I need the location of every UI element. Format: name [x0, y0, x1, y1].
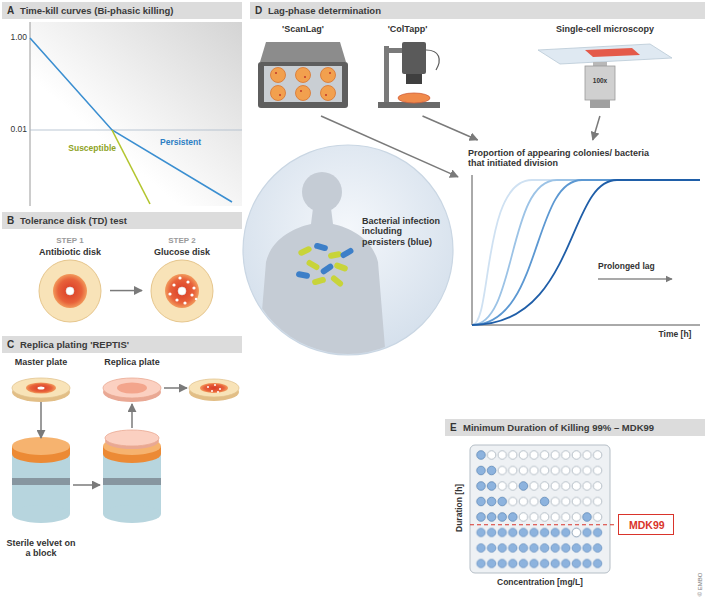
text-slot: D: [255, 5, 267, 17]
growth-chart: Proportion of appearing colonies/ bacter…: [458, 140, 703, 345]
text-slot: STEP 1: [30, 236, 110, 245]
label-slot: 100x: [586, 77, 614, 84]
replica-plating: [12, 378, 239, 523]
curve-label: Susceptible: [56, 144, 116, 154]
coltapp-camera: [378, 42, 440, 108]
label-slot: © EMBO: [697, 559, 704, 605]
text-slot: A: [7, 5, 19, 17]
tolerance-disks: [39, 260, 213, 322]
infection-label: Bacterial infection including persisters…: [362, 216, 444, 247]
microscope-objective: [538, 44, 672, 108]
scanlag-scanner: [258, 42, 348, 108]
block-label: Sterile velvet on a block: [3, 538, 79, 559]
text-slot: Master plate: [4, 357, 78, 367]
disk-label: Glucose disk: [142, 247, 222, 257]
panel: MDK99 EMinimum Duration of Killing 99% – …: [445, 419, 705, 602]
kill-curve-chart: [30, 22, 242, 206]
label-slot: Persistent: [160, 138, 215, 148]
label-slot: Susceptible: [56, 144, 116, 154]
axis-label: Time [h]: [650, 330, 700, 340]
petri-plate: Replica plate: [101, 357, 163, 402]
panel-letter: B: [7, 215, 19, 227]
step-label: STEP 2: [142, 236, 222, 245]
panel: ATime-kill curves (Bi-phasic killing): [2, 2, 242, 208]
panel: 'ScanLag' 'ColTapp' Single-cell microscopy…: [250, 2, 705, 364]
disk-test-plate: STEP 2 Glucose disk: [142, 236, 222, 324]
panel-letter: C: [7, 339, 19, 351]
text-slot: Replica plate: [95, 357, 169, 367]
text-slot: Sterile velvet on a block: [3, 538, 79, 559]
panel-title: Time-kill curves (Bi-phasic killing): [20, 6, 238, 17]
instrument: 'ScanLag': [258, 24, 348, 116]
text-slot: Antibiotic disk: [30, 247, 110, 257]
chart-title: Proportion of appearing colonies/ bacter…: [468, 148, 653, 169]
plate-label: Master plate: [4, 357, 78, 367]
watermark: © EMBO: [697, 559, 704, 605]
axis-label: Concentration [mg/L]: [470, 578, 610, 588]
text-slot: Glucose disk: [142, 247, 222, 257]
curve-label: Persistent: [160, 138, 215, 148]
plate-label: Replica plate: [95, 357, 169, 367]
panel-letter: A: [7, 5, 19, 17]
label-slot: Concentration [mg/L]: [470, 578, 610, 588]
text-slot: Time-kill curves (Bi-phasic killing): [20, 6, 238, 17]
axis-value: 1.00: [2, 33, 27, 43]
text-slot: Time [h]: [650, 330, 700, 340]
axis-label: Duration [h]: [455, 468, 465, 548]
text-slot: Prolonged lag: [598, 262, 678, 272]
panel-title: Tolerance disk (TD) test: [20, 216, 238, 227]
chart-annotation: Prolonged lag: [598, 262, 678, 272]
label-slot: Duration [h]: [455, 468, 465, 548]
panel-title: Replica plating 'REPTIS': [20, 340, 238, 351]
text-slot: MDK99: [629, 519, 665, 531]
text-slot: Replica plating 'REPTIS': [20, 340, 238, 351]
axis-value: 0.01: [2, 125, 27, 135]
disk-test-plate: STEP 1 Antibiotic disk: [30, 236, 110, 324]
panel: STEP 1 Antibiotic disk STEP 2 Glucose disk B…: [2, 212, 242, 330]
well-plate: [470, 445, 617, 573]
instrument-label: Single-cell microscopy: [520, 24, 690, 34]
text-slot: Proportion of appearing colonies/ bacter…: [468, 148, 653, 169]
panel-title: Minimum Duration of Killing 99% – MDK99: [463, 423, 701, 434]
text-slot: 'ColTapp': [370, 24, 445, 34]
label-slot: 0.01: [2, 125, 27, 135]
connector-arrow: [321, 116, 458, 177]
text-slot: C: [7, 339, 19, 351]
text-slot: Minimum Duration of Killing 99% – MDK99: [463, 423, 701, 434]
objective-label: 100x: [586, 77, 614, 84]
disk-label: Antibiotic disk: [30, 247, 110, 257]
lag-time-chart: [472, 175, 700, 325]
text-slot: E: [450, 422, 462, 434]
panel-letter: D: [255, 5, 267, 17]
instrument-label: 'ColTapp': [370, 24, 445, 34]
text-slot: Tolerance disk (TD) test: [20, 216, 238, 227]
label-slot: 1.00: [2, 33, 27, 43]
connector-arrow: [423, 116, 478, 140]
infection-illustration: [243, 145, 453, 360]
infection-circle: Bacterial infection including persisters…: [243, 145, 453, 355]
text-slot: B: [7, 215, 19, 227]
mdk-box: MDK99: [618, 514, 674, 535]
mdk-label: MDK99: [629, 519, 665, 531]
panel: Master plate Replica plateSterile velvet …: [2, 336, 242, 602]
instrument: 'ColTapp': [370, 24, 445, 116]
panel-letter: E: [450, 422, 462, 434]
connector-arrow: [110, 290, 142, 292]
panel-title: Lag-phase determination: [268, 6, 701, 17]
velvet-block: Sterile velvet on a block: [5, 438, 77, 578]
connector-arrow: [40, 402, 42, 438]
instrument-label: 'ScanLag': [258, 24, 348, 34]
text-slot: Bacterial infection including persisters…: [362, 216, 444, 247]
text-slot: 'ScanLag': [258, 24, 348, 34]
text-slot: STEP 2: [142, 236, 222, 245]
text-slot: Single-cell microscopy: [520, 24, 690, 34]
petri-plate: Master plate: [10, 357, 72, 402]
instrument: Single-cell microscopy: [520, 24, 690, 116]
text-slot: Lag-phase determination: [268, 6, 701, 17]
step-label: STEP 1: [30, 236, 110, 245]
connector-arrow: [593, 116, 600, 140]
